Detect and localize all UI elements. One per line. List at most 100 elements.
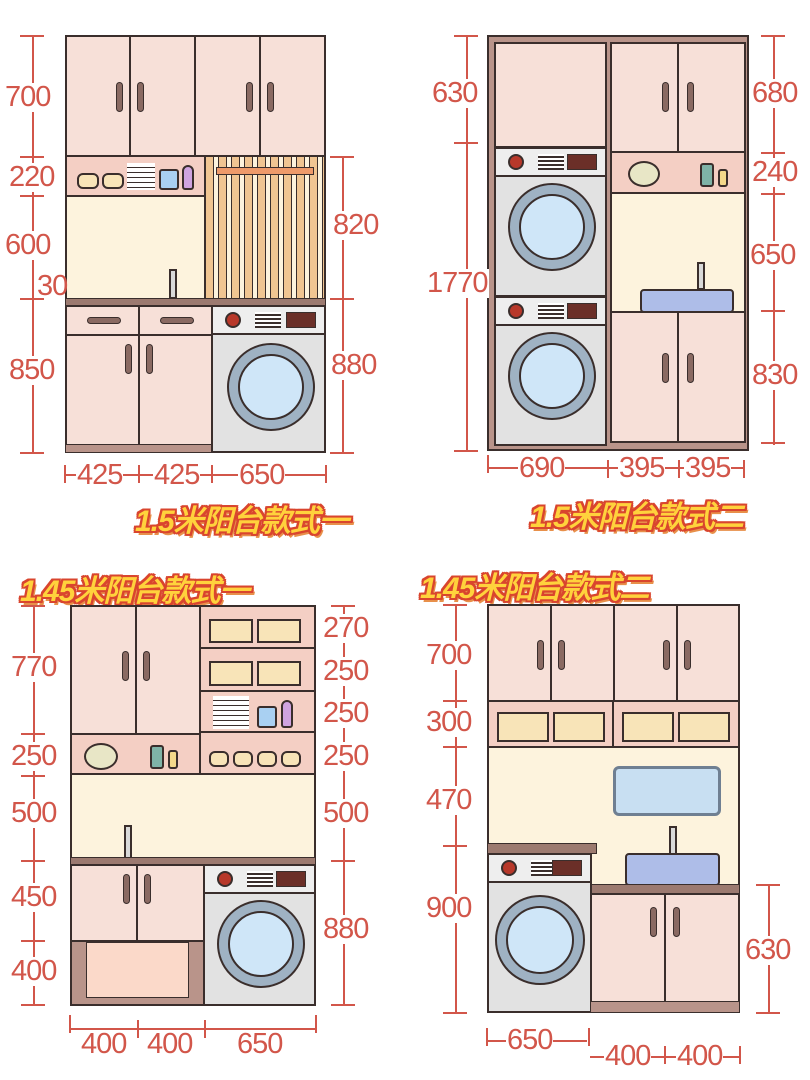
design-title: 1.5米阳台款式二 — [530, 501, 744, 534]
upper-door — [487, 604, 552, 702]
storage-box-icon — [553, 712, 605, 742]
dimension-tick — [588, 1028, 590, 1046]
height-dim-label: 880 — [330, 349, 377, 381]
upper-door — [677, 42, 746, 153]
dimension-line — [342, 156, 344, 453]
upper-door — [65, 35, 131, 157]
dimension-tick — [21, 605, 45, 607]
detergent-box-icon — [159, 169, 179, 190]
plinth — [65, 444, 213, 453]
door-porthole-icon — [508, 332, 596, 420]
dimension-tick — [607, 460, 609, 478]
door-handle — [267, 82, 274, 112]
door-handle — [673, 907, 680, 937]
folded-towels-icon — [213, 696, 249, 729]
door-handle — [687, 82, 694, 112]
height-dim-label: 250 — [10, 740, 57, 772]
upper-door — [550, 604, 615, 702]
dimension-tick — [443, 1012, 467, 1014]
height-dim-label: 500 — [10, 797, 57, 829]
door-handle — [143, 651, 150, 681]
control-panel — [489, 855, 590, 883]
dimension-tick — [664, 1046, 666, 1064]
lower-door — [664, 893, 740, 1003]
washing-machine-icon — [203, 864, 316, 1006]
tube-icon — [718, 169, 728, 187]
door-porthole-icon — [227, 343, 315, 431]
dimension-tick — [138, 465, 140, 483]
height-dim-label: 500 — [322, 797, 369, 829]
door-porthole-icon — [217, 900, 305, 988]
storage-box-icon — [257, 661, 301, 686]
dimension-line — [466, 35, 468, 451]
dimension-tick — [330, 298, 354, 300]
height-dim-label: 400 — [10, 955, 57, 987]
height-dim-label: 220 — [8, 161, 55, 193]
upper-cabinet — [494, 42, 607, 148]
height-dim-label: 240 — [751, 156, 798, 188]
storage-box-icon — [209, 619, 253, 643]
dimension-tick — [20, 298, 44, 300]
dimension-tick — [20, 452, 44, 454]
storage-shelf — [487, 700, 614, 748]
door-porthole-icon — [508, 183, 596, 271]
dimension-tick — [331, 860, 355, 862]
vent-icon — [538, 154, 564, 170]
height-dim-label: 250 — [322, 697, 369, 729]
basket-icon — [233, 751, 253, 767]
backsplash — [65, 195, 206, 300]
dimension-tick — [756, 884, 780, 886]
basin-icon — [625, 853, 720, 886]
tube-icon — [168, 750, 178, 769]
rolled-towels-icon — [628, 161, 660, 187]
dimension-tick — [761, 152, 785, 154]
dimension-tick — [21, 775, 45, 777]
vent-icon — [247, 871, 273, 887]
upper-door — [70, 605, 137, 735]
spray-bottle-icon — [182, 165, 194, 190]
dimension-tick — [761, 35, 785, 37]
vent-icon — [531, 860, 557, 876]
open-shelf — [610, 151, 746, 194]
storage-shelf — [199, 647, 316, 692]
height-dim-label: 250 — [322, 740, 369, 772]
dial-icon — [508, 154, 524, 170]
width-dim-label: 395 — [618, 452, 665, 484]
display-icon — [276, 871, 306, 887]
storage-shelf — [199, 731, 316, 775]
height-dim-label: 650 — [749, 239, 796, 271]
display-icon — [567, 303, 597, 319]
width-dim-label: 650 — [506, 1024, 553, 1056]
dimension-tick — [137, 1020, 139, 1038]
width-dim-label: 400 — [676, 1040, 723, 1072]
backsplash — [487, 746, 740, 886]
width-dim-label: 395 — [684, 452, 731, 484]
height-dim-label: 600 — [4, 229, 51, 261]
dimension-tick — [330, 452, 354, 454]
basket-icon — [102, 173, 124, 189]
basket-icon — [209, 751, 229, 767]
dimension-tick — [443, 746, 467, 748]
width-dim-label: 400 — [80, 1028, 127, 1060]
dimension-tick — [330, 156, 354, 158]
control-panel — [205, 866, 314, 894]
dimension-tick — [315, 1015, 317, 1033]
open-shelf — [65, 155, 206, 197]
door-handle — [662, 353, 669, 383]
dimension-line — [773, 35, 775, 445]
height-dim-label: 450 — [10, 881, 57, 913]
drawer — [138, 305, 213, 336]
height-dim-label: 470 — [425, 784, 472, 816]
dimension-tick — [443, 845, 467, 847]
height-dim-label: 300 — [425, 706, 472, 738]
vent-icon — [538, 303, 564, 319]
lower-door — [610, 311, 679, 443]
washing-machine-icon — [494, 296, 607, 446]
dimension-tick — [761, 442, 785, 444]
lower-door — [138, 334, 213, 446]
lower-door — [590, 893, 666, 1003]
dryer-icon — [494, 147, 607, 297]
width-dim-label: 425 — [153, 459, 200, 491]
control-panel — [496, 298, 605, 326]
dial-icon — [217, 871, 233, 887]
